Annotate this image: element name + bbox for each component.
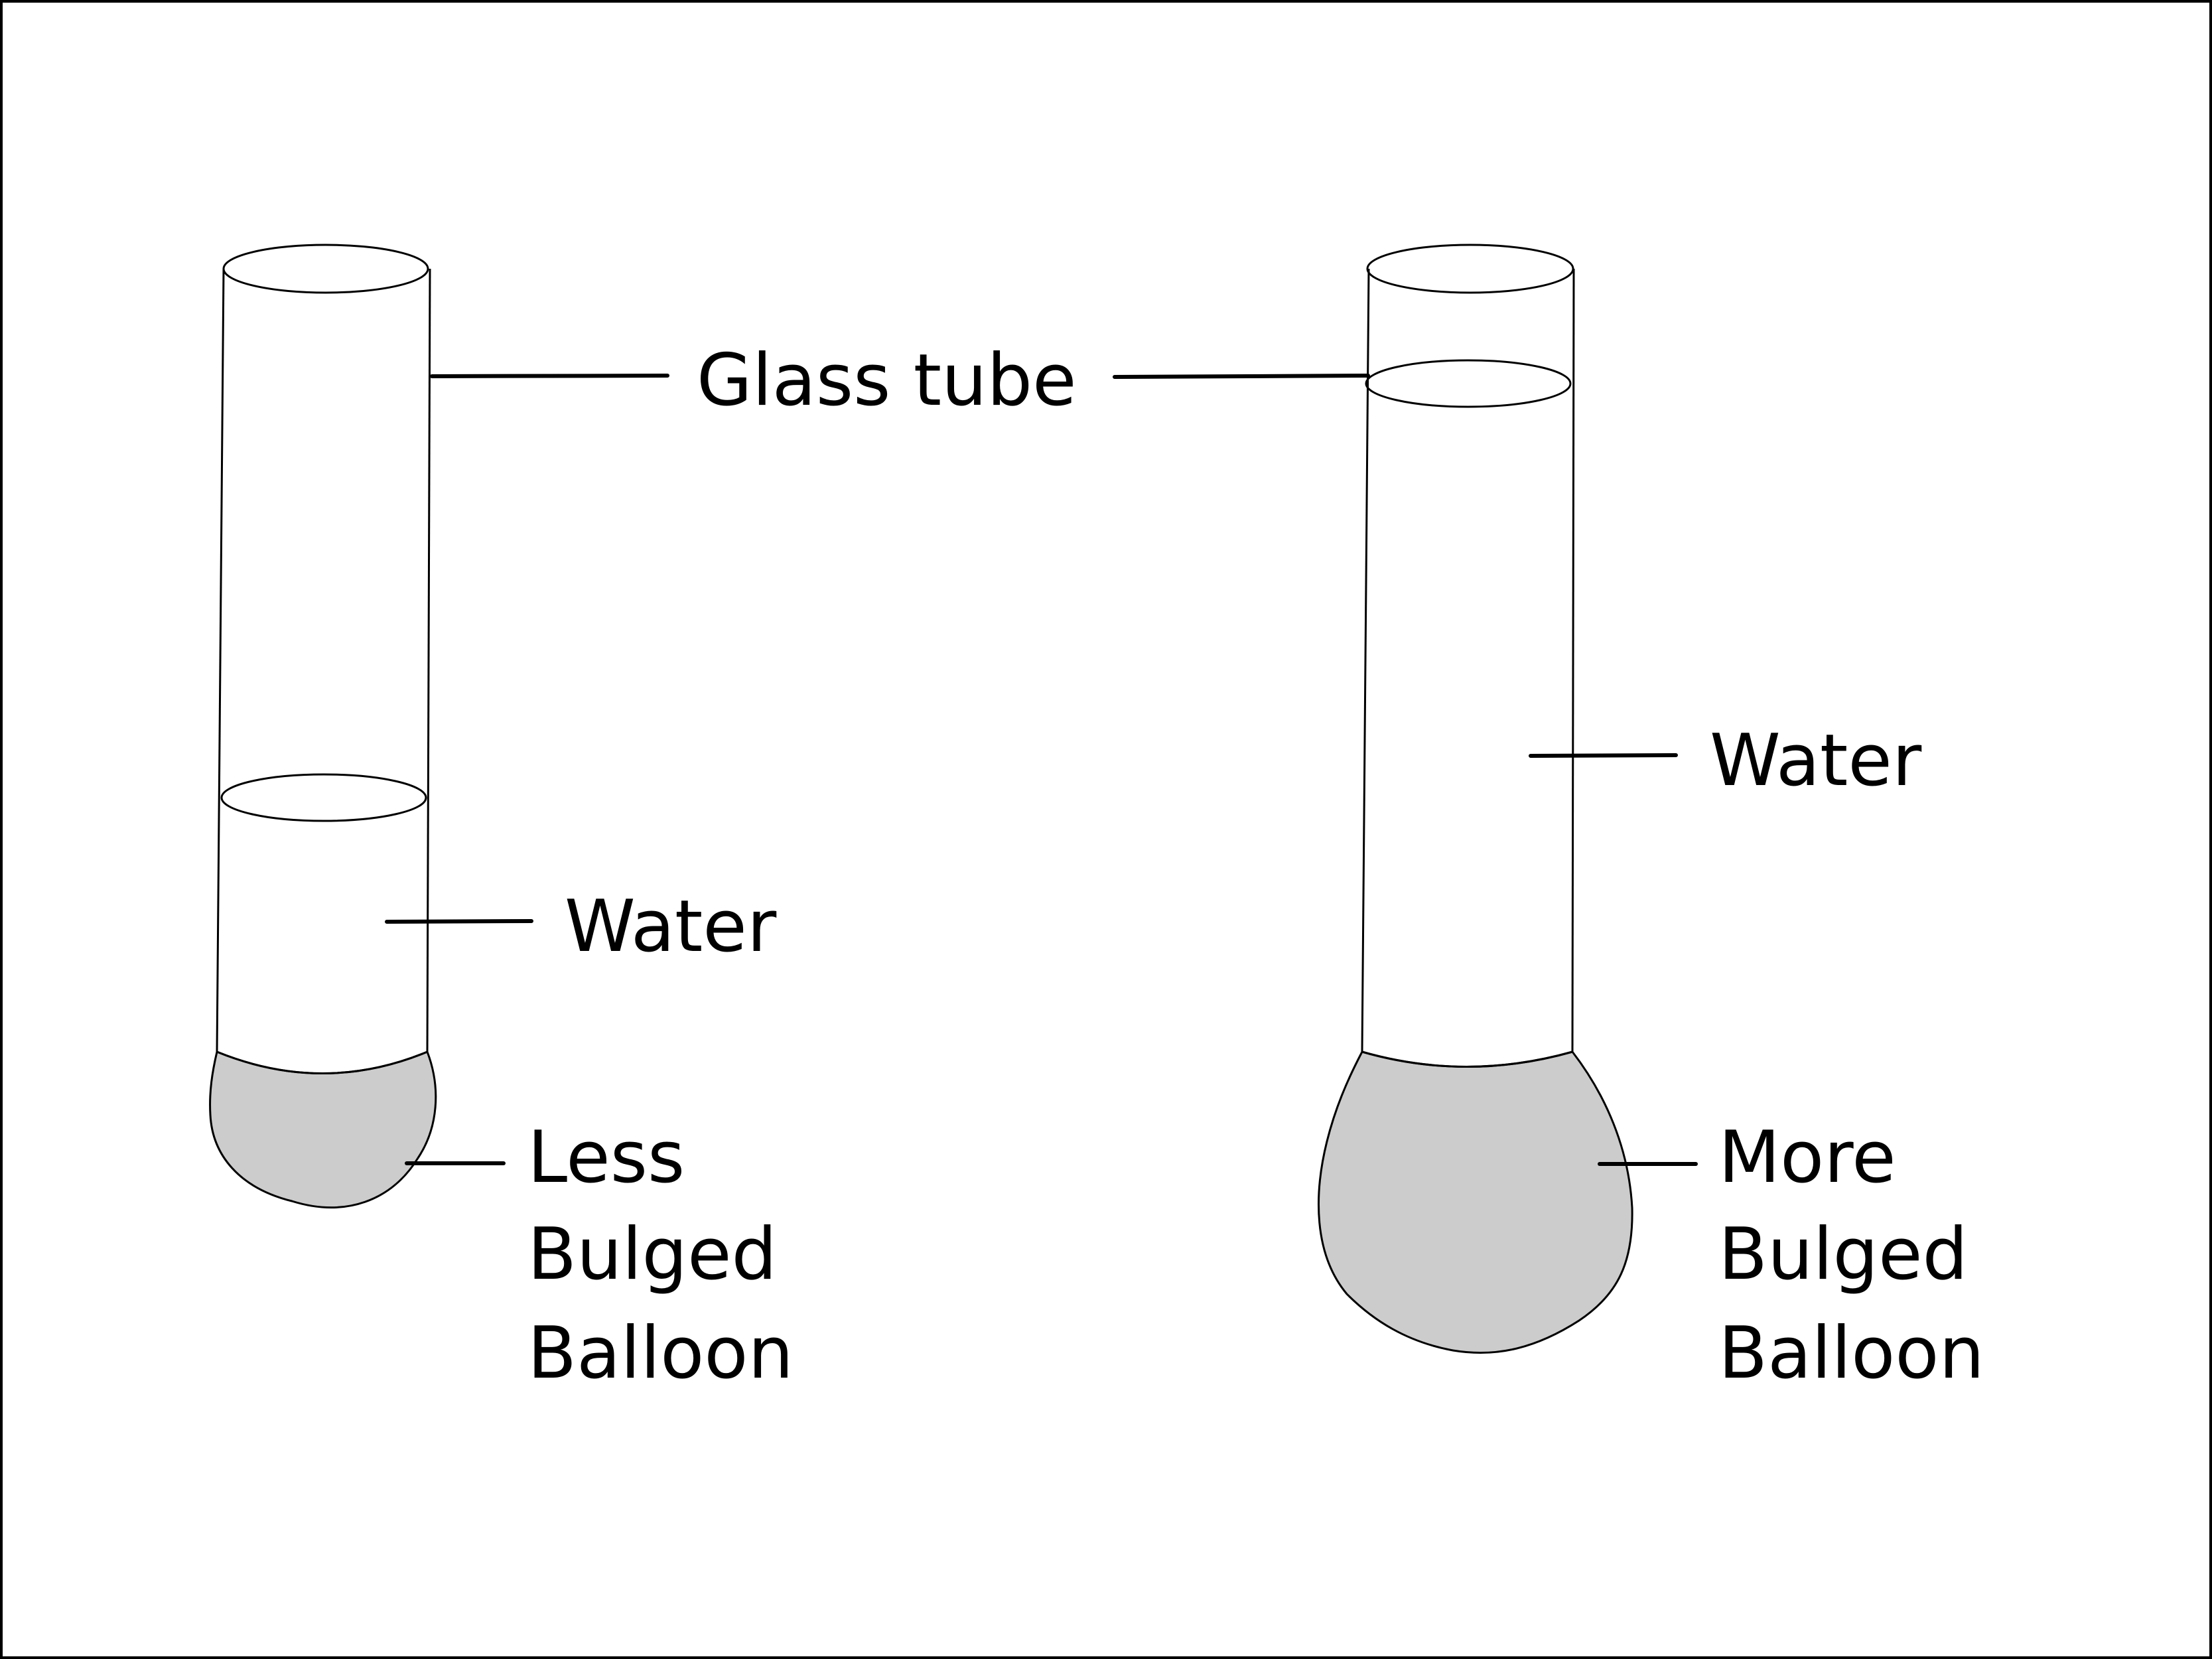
left-balloon-less-bulged xyxy=(209,1050,437,1209)
right-tube-assembly xyxy=(1318,244,1633,1354)
right-water-label: Water xyxy=(1710,719,1922,802)
right-tube-right-wall xyxy=(1571,268,1575,1052)
left-water-surface xyxy=(220,773,427,822)
more-bulged-label-line-1: More xyxy=(1718,1116,1896,1199)
more-bulged-label-line-2: Bulged xyxy=(1718,1213,1968,1296)
left-water-leader xyxy=(385,919,533,924)
left-tube-right-wall xyxy=(426,268,431,1052)
more-bulged-label-line-3: Balloon xyxy=(1718,1312,1984,1395)
left-tube-left-wall xyxy=(216,268,225,1052)
right-water-surface xyxy=(1365,359,1572,408)
more-bulged-balloon-label: More Bulged Balloon xyxy=(1718,1116,1984,1395)
left-tube-top-rim xyxy=(222,244,429,294)
less-bulged-label-line-1: Less xyxy=(527,1116,685,1199)
right-tube-top-rim xyxy=(1366,244,1574,294)
left-tube-bottom-rim xyxy=(216,1050,428,1074)
left-water-label: Water xyxy=(565,885,777,968)
right-tube-bottom-rim xyxy=(1361,1050,1573,1068)
right-tube-left-wall xyxy=(1361,268,1370,1052)
less-bulged-label-line-2: Bulged xyxy=(527,1213,777,1296)
glass-tube-label: Glass tube xyxy=(697,339,1077,422)
less-bulged-label-line-3: Balloon xyxy=(527,1312,794,1395)
less-bulged-balloon-label: Less Bulged Balloon xyxy=(527,1116,794,1395)
right-balloon-more-bulged xyxy=(1318,1050,1633,1354)
right-water-leader xyxy=(1529,753,1678,758)
left-tube-assembly xyxy=(209,244,437,1209)
glass-tube-leader-right xyxy=(1113,374,1370,379)
